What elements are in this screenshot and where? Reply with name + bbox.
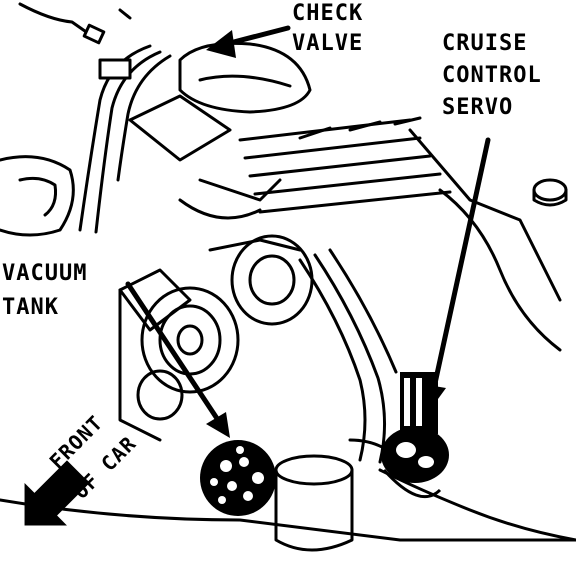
leader-arrows — [125, 25, 491, 438]
vacuum-tank-label-line1: VACUUM — [2, 261, 87, 286]
cruise-servo-label-line2: CONTROL — [442, 63, 542, 88]
check-valve-arrow — [223, 25, 291, 47]
cruise-control-servo — [381, 372, 449, 499]
check-valve-arrow-head — [206, 30, 236, 58]
check-valve-label-line2: VALVE — [292, 31, 363, 56]
vacuum-tank-label-line2: TANK — [2, 295, 59, 320]
vacuum-tank-arrow-head — [206, 412, 230, 438]
vacuum-tank — [200, 440, 276, 516]
cruise-servo-arrow-head — [422, 384, 446, 410]
cruise-servo-arrow — [431, 137, 491, 391]
cruise-servo-label-line3: SERVO — [442, 95, 513, 120]
check-valve-label-line1: CHECK — [292, 1, 363, 26]
vacuum-tank-arrow — [125, 281, 221, 423]
front-of-car-arrow — [24, 460, 90, 526]
cruise-servo-label-line1: CRUISE — [442, 31, 527, 56]
